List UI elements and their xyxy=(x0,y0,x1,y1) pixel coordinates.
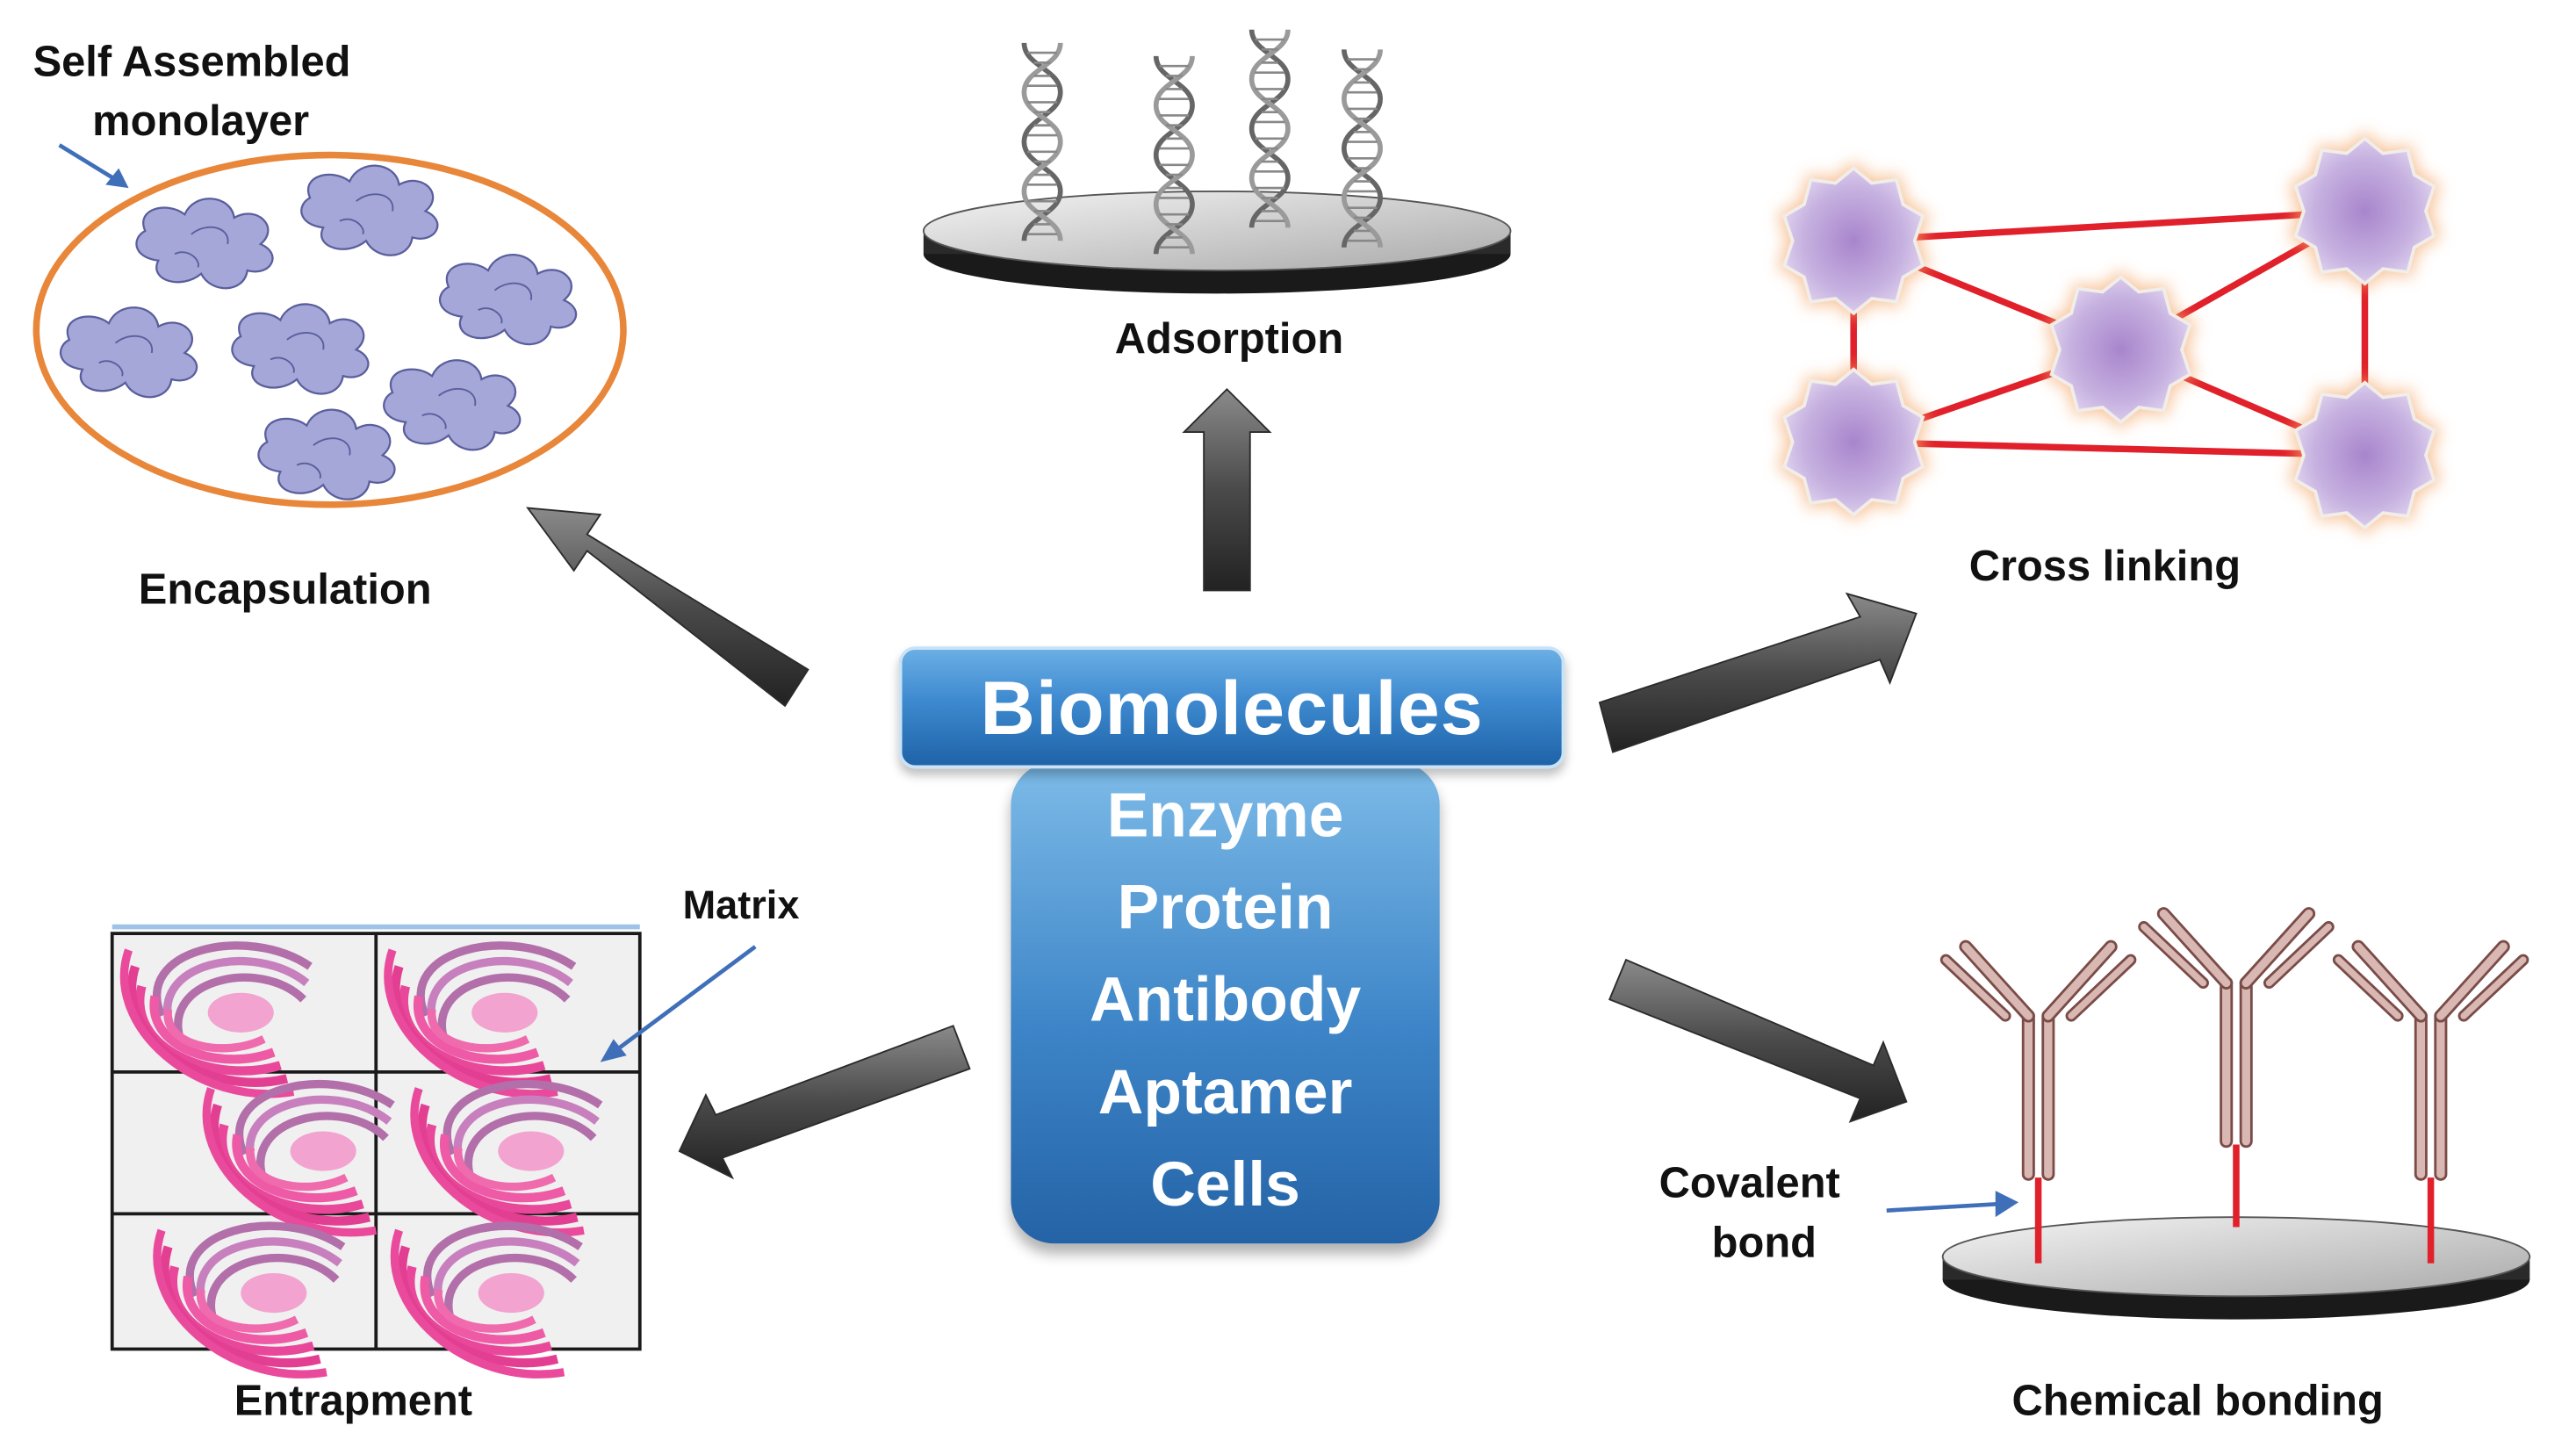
biomolecule-list-box: Enzyme Protein Antibody Aptamer Cells xyxy=(1011,761,1440,1244)
covalent-pointer-arrow xyxy=(1886,1201,1999,1213)
arrow-to-entrapment xyxy=(678,1025,971,1180)
bond-label: bond xyxy=(1711,1217,1817,1267)
monolayer-label: monolayer xyxy=(92,95,310,146)
self-assembled-label: Self Assembled xyxy=(32,36,351,86)
cell xyxy=(1778,363,1930,521)
entrapment-panel xyxy=(110,924,757,1375)
arrow-to-cross-linking xyxy=(1598,592,1918,753)
arrow-to-chemical-bonding xyxy=(1608,958,1908,1123)
biomolecule-item: Antibody xyxy=(1089,966,1362,1036)
adsorption-panel xyxy=(922,30,1512,295)
biomolecules-title: Biomolecules xyxy=(980,664,1484,751)
monolayer-pointer-arrow xyxy=(58,143,120,184)
biomolecules-title-box: Biomolecules xyxy=(898,646,1565,769)
biomolecule-item: Cells xyxy=(1150,1151,1300,1220)
cell xyxy=(2289,132,2441,290)
antibody xyxy=(2338,947,2522,1174)
arrow-to-adsorption xyxy=(1182,387,1272,592)
chemical-bonding-label: Chemical bonding xyxy=(2011,1375,2384,1425)
entrapment-label: Entrapment xyxy=(234,1375,473,1425)
antibody xyxy=(2144,914,2328,1141)
encapsulation-panel xyxy=(32,143,627,508)
adsorption-surface xyxy=(922,190,1512,295)
direction-arrows xyxy=(526,387,1918,1180)
chemical-bonding-panel xyxy=(1886,914,2531,1321)
cell xyxy=(2045,270,2197,428)
encapsulation-label: Encapsulation xyxy=(138,564,432,614)
cross-linking-label: Cross linking xyxy=(1968,541,2241,591)
adsorption-label: Adsorption xyxy=(1114,313,1344,364)
covalent-label: Covalent xyxy=(1659,1157,1840,1207)
arrow-to-encapsulation xyxy=(526,507,809,708)
cell xyxy=(1778,162,1930,320)
cell xyxy=(2289,376,2441,534)
cross-linking-panel xyxy=(1778,132,2441,534)
bonding-surface xyxy=(1941,1216,2531,1321)
biomolecule-item: Enzyme xyxy=(1106,781,1344,852)
biomolecule-item: Aptamer xyxy=(1097,1058,1353,1128)
covalent-bonds xyxy=(2034,1144,2435,1264)
antibody xyxy=(1946,947,2130,1174)
matrix-pointer-arrow xyxy=(612,945,757,1055)
matrix-label: Matrix xyxy=(682,883,800,929)
biomolecule-item: Protein xyxy=(1117,874,1334,944)
